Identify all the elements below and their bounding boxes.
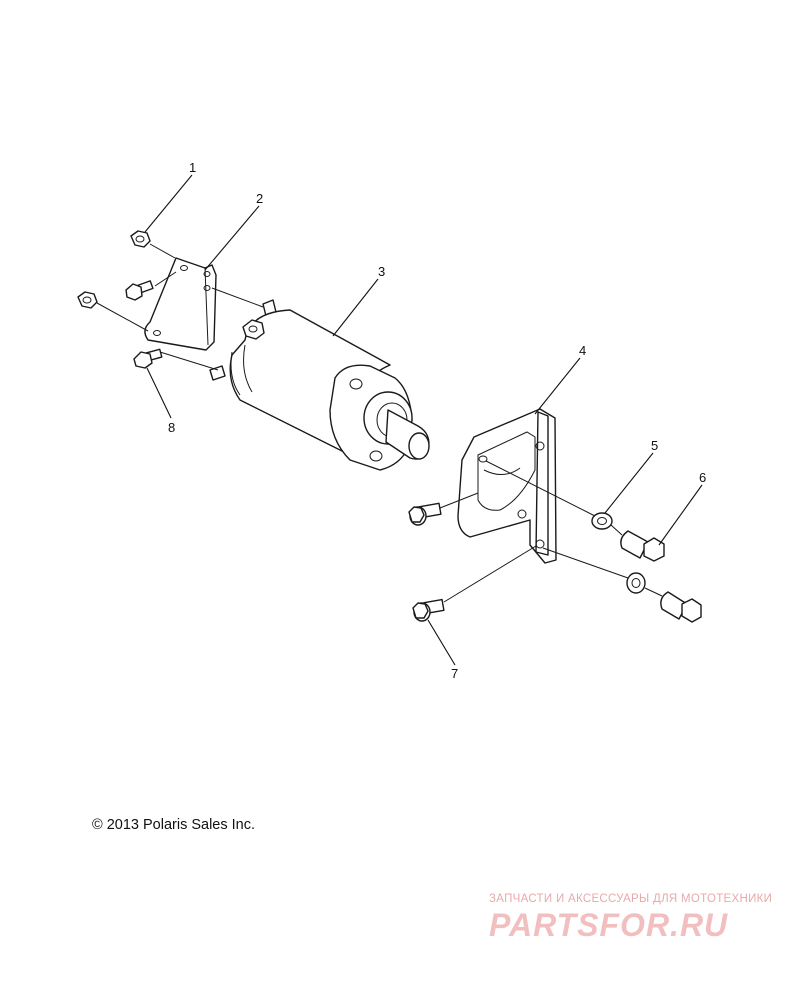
nut-part-1	[130, 230, 151, 248]
bracket-part-4	[457, 408, 557, 564]
bolt-part-6-upper	[620, 530, 665, 562]
assembly-lines	[96, 243, 663, 603]
starter-motor-part-3	[209, 299, 430, 471]
bolt-part-7-upper	[408, 502, 442, 526]
watermark-tagline: ЗАПЧАСТИ И АКСЕССУАРЫ ДЛЯ МОТОТЕХНИКИ	[489, 893, 773, 905]
watermark-logo: PARTSFOR.RU	[489, 907, 729, 943]
nut-left	[77, 291, 98, 309]
bracket-part-2	[144, 257, 217, 351]
bolt-part-6-lower	[660, 591, 702, 623]
callout-3: 3	[378, 264, 385, 279]
washer-part-5-lower	[626, 572, 646, 594]
bolt-part-7-lower	[412, 598, 445, 622]
washer-part-5-upper	[591, 512, 613, 530]
leader-lines	[144, 174, 703, 666]
callout-6: 6	[699, 470, 706, 485]
bolt-part-8	[133, 348, 163, 369]
callout-5: 5	[651, 438, 658, 453]
copyright-text: © 2013 Polaris Sales Inc.	[92, 817, 256, 833]
callout-7: 7	[451, 666, 458, 681]
callout-8: 8	[168, 420, 175, 435]
callout-1: 1	[189, 160, 196, 175]
bolt-bracket-upper	[125, 280, 154, 301]
callout-4: 4	[579, 343, 586, 358]
callout-labels: 1 2 3 4 5 6 7 8	[168, 160, 706, 681]
callout-2: 2	[256, 191, 263, 206]
